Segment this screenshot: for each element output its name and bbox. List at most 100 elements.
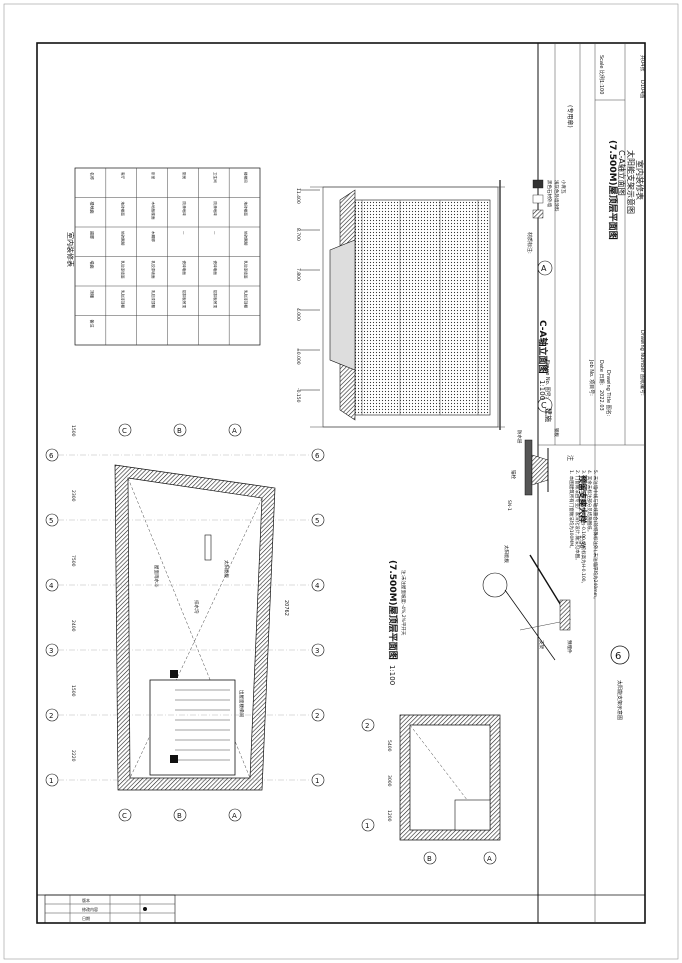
legend-item-1: 浅灰色外墙涂料: [553, 180, 560, 212]
finish-table-cell: —: [182, 231, 186, 235]
drawing-number-right: 共04张: [639, 55, 646, 71]
plan-dim: 2300: [70, 490, 76, 502]
finish-table-cell: 乳胶漆墙面: [151, 261, 156, 279]
plan-title: (7.500M)屋顶层平面图: [387, 560, 398, 660]
plan-dim: 1500: [70, 685, 76, 697]
finish-table-cell: 乳胶漆墙面: [120, 261, 125, 279]
plan-label-3: 出屋面楼梯间: [238, 690, 245, 717]
plan-total-dim: 20762: [283, 600, 289, 616]
finish-table-title: 室内装修表: [66, 232, 75, 267]
finish-table-cell: 瓷砖墙面: [213, 261, 218, 276]
plan-axis-row: A: [232, 812, 237, 820]
finish-table-cell: 木踢脚: [151, 231, 156, 242]
finish-table-cell: 卧室: [151, 172, 156, 180]
legend-item-0: 黑色石材外墙: [546, 180, 553, 207]
elevation-scale: 1:100: [538, 380, 546, 400]
finish-table-cell: 防滑地砖: [182, 202, 187, 217]
support-label-0: 钢板: [553, 428, 560, 437]
legend-item-2: 小青瓦: [560, 180, 567, 194]
date-value: 2022.03: [598, 390, 604, 411]
plan-axis-col: 4: [49, 582, 54, 590]
legend-swatch-1: [532, 194, 544, 204]
axis-bubble-a: [537, 260, 553, 276]
solar-label-0: 太阳能板: [503, 545, 510, 563]
axis-bubble-c: [537, 397, 553, 413]
finish-table-header: 顶棚: [89, 290, 95, 298]
finish-table-cell: —: [213, 231, 217, 235]
finish-table-cell: 乳胶漆顶棚: [120, 290, 125, 308]
plan-dim: 7500: [70, 555, 76, 567]
solar-detail-title: 太阳能支架示意图: [616, 680, 623, 720]
small-axis-col: 1: [365, 822, 369, 830]
solar-bracket-detail: 6 太阳能支架示意图 太阳能板 支架 预埋件: [482, 545, 630, 720]
elevation-level: 7.800: [295, 268, 301, 281]
drawing-title-line-3: 室内装修表: [635, 160, 645, 200]
revision-label-2: 日期: [82, 915, 90, 921]
support-label-2: 防水层: [516, 430, 523, 444]
support-label-3: SN-1: [506, 500, 512, 511]
drawing-title-label: Drawing Title 图名:: [605, 370, 612, 417]
small-dim: 1200: [386, 810, 392, 822]
finish-table-cell: 木地板楼面: [151, 202, 156, 220]
finish-table-cell: 乳胶漆顶棚: [244, 290, 249, 308]
note-3: 3. 所有卫生间建筑标高均为-0.100,结构标高为H-0.100。: [580, 470, 587, 586]
finish-table-cell: 乳胶漆墙面: [244, 261, 249, 279]
plan-axis-col-right: 2: [315, 712, 319, 720]
plan-label-1: 太阳能板: [223, 560, 230, 578]
finish-table-cell: 卫生间: [213, 172, 218, 183]
support-label-1: 锚栓: [510, 470, 517, 479]
scale-value: 1:100: [598, 80, 604, 94]
general-notes: 注 1. 本图建筑所有门窗做法均为100MM。 2. 门窗做法由专业厂家深化设计…: [566, 445, 599, 923]
column-1: [170, 670, 178, 678]
revision-block: 版本 修改内容 日期: [44, 894, 176, 924]
roof-hatch: [204, 534, 212, 561]
elevation-level: 8.700: [295, 228, 301, 241]
elevation-level: 11.400: [295, 188, 301, 204]
stair-hatch: [454, 799, 491, 831]
notes-heading: 注: [566, 455, 574, 461]
support-detail: 预留支座大样 1:30 钢板 锚栓 防水层 SN-1: [506, 428, 588, 549]
elevation-level: ±0.000: [295, 348, 301, 365]
plan-note: 注:未注屋面坡度:-4%,2%平开天: [400, 570, 407, 636]
plan-axis-row-top: A: [232, 427, 237, 435]
small-axis-row: A: [487, 855, 492, 863]
scale-label: Scale 比例:: [598, 55, 605, 82]
plan-axis-col-right: 6: [315, 452, 320, 460]
elevation-level: 4.000: [295, 308, 301, 321]
title-block: (专用章) Figure No. 图号: 建施 Job No. 项目号: Sca…: [537, 43, 646, 923]
plan-axis-col: 3: [49, 647, 53, 655]
finish-table-cell: 瓷砖墙面: [182, 261, 187, 276]
elev-axis-a: A: [541, 264, 547, 273]
finish-table: 室内装修表 名称楼地面踢脚墙面顶棚备注客厅地砖楼面地砖踢脚乳胶漆墙面乳胶漆顶棚卧…: [66, 167, 261, 346]
finish-table-header: 墙面: [89, 261, 95, 269]
finish-table-cell: 地砖楼面: [120, 202, 125, 217]
note-4: 4. 其余未标注部分见结施图纸。: [586, 470, 593, 534]
solar-label-2: 预埋件: [566, 640, 573, 654]
plan-axis-col: 5: [49, 517, 53, 525]
solar-detail-number: 6: [615, 651, 621, 662]
note-1: 1. 本图建筑所有门窗做法均为100MM。: [568, 470, 575, 551]
plan-axis-col-right: 1: [315, 777, 319, 785]
plan-axis-col-right: 3: [315, 647, 319, 655]
elev-axis-c: C: [541, 401, 547, 410]
support-scale: 1:30: [578, 535, 585, 549]
drawing-number-label: Drawing Number 图纸编号:: [639, 330, 646, 396]
finish-table-cell: 地砖楼面: [244, 202, 249, 217]
finish-table-cell: 乳胶漆顶棚: [151, 290, 156, 308]
plan-axis-row-top: B: [177, 427, 182, 435]
note-5: 5. 未注墙中线与轴线重合(除特殊标注外),未注墙厚均为240mm。: [592, 470, 599, 602]
plan-label-2: 排水沟: [193, 600, 200, 614]
note-2: 2. 门窗做法由专业厂家深化设计,做法见本图。: [574, 470, 581, 563]
plan-dim: 2220: [70, 750, 76, 762]
legend-swatch-2: [532, 209, 544, 219]
legend-title: 材质标注:: [526, 232, 533, 254]
small-dim: 3000: [386, 775, 392, 787]
seal-text: (专用章): [566, 105, 574, 128]
date-label: Date 日期:: [598, 360, 604, 386]
finish-table-header: 楼地面: [89, 202, 95, 214]
solar-label-1: 支架: [538, 640, 545, 649]
revision-label-1: 修改内容: [82, 906, 98, 912]
elevation-title: C-A轴立面图: [537, 320, 549, 374]
finish-table-cell: 地砖踢脚: [244, 231, 249, 246]
